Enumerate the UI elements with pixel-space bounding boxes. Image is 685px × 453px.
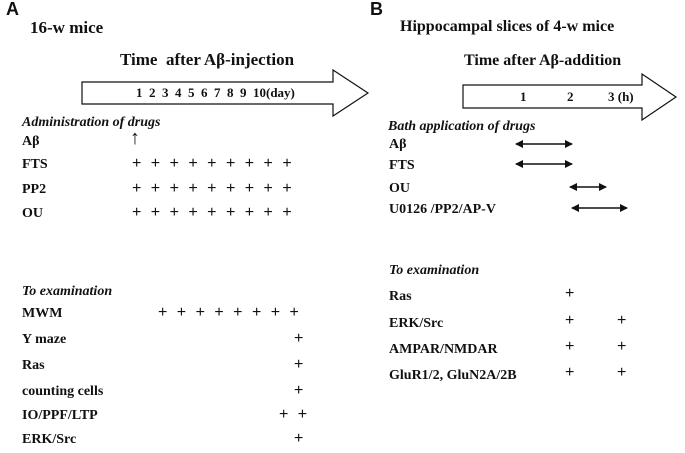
exam-row-label: MWM [22,306,63,321]
timeline-tick-b: 3 (h) [608,89,634,104]
exam-row-mark-col2: + [565,312,577,329]
exam-row-mark-col2: + [565,285,577,302]
bath-row-label: FTS [389,158,415,173]
bath-row-label: Aβ [389,137,407,152]
timeline-tick-b: 2 [567,89,574,104]
timeline-ticks-a: 1 2 3 4 5 6 7 8 9 10(day) [136,85,295,100]
admin-row-label: Aβ [22,134,40,149]
panel-b-letter: B [370,0,383,19]
exam-row-label: ERK/Src [22,432,77,447]
admin-row-label: PP2 [22,182,47,197]
timeline-label-a: Time after Aβ-injection [120,50,295,69]
timeline-label-b: Time after Aβ-addition [464,52,622,69]
timeline-tick-b: 1 [520,89,527,104]
exam-row-marks: + [294,356,306,373]
admin-row-marks: + + + + + + + + + [132,204,295,221]
admin-heading: Administration of drugs [22,115,161,130]
admin-row-label: OU [22,206,43,221]
exam-row-mark-col3: + [617,312,629,329]
panel-a-title: 16-w mice [30,18,104,37]
bath-row-label: U0126 /PP2/AP-V [389,202,496,217]
exam-heading-a: To examination [22,284,113,299]
admin-row-marks: + + + + + + + + + [132,180,295,197]
admin-row-label: FTS [22,157,48,172]
admin-row-marks: + + + + + + + + + [132,155,295,172]
exam-row-label: Ras [22,358,45,373]
exam-row-label: GluR1/2, GluN2A/2B [389,368,517,383]
exam-row-label: Ras [389,289,412,304]
timeline-arrow-b [462,72,678,122]
exam-row-label: Y maze [22,332,67,347]
timeline-arrow-a [81,68,370,118]
injection-arrow-icon: ↑ [130,127,140,149]
exam-row-marks: + + + + + + + + [158,304,302,321]
exam-row-marks: + [294,330,306,347]
exam-row-mark-col2: + [565,364,577,381]
bath-row-label: OU [389,181,410,196]
exam-row-mark-col3: + [617,364,629,381]
exam-row-marks: + [294,430,306,447]
exam-row-label: AMPAR/NMDAR [389,342,498,357]
panel-b-title: Hippocampal slices of 4-w mice [400,18,615,35]
exam-row-label: ERK/Src [389,316,444,331]
exam-row-mark-col2: + [565,338,577,355]
exam-row-mark-col3: + [617,338,629,355]
bath-heading: Bath application of drugs [388,119,536,134]
exam-row-marks: + [294,382,306,399]
exam-heading-b: To examination [389,263,480,278]
panel-a-letter: A [6,0,19,19]
exam-row-label: IO/PPF/LTP [22,408,98,423]
exam-row-label: counting cells [22,384,104,399]
exam-row-marks: + + [279,406,310,423]
